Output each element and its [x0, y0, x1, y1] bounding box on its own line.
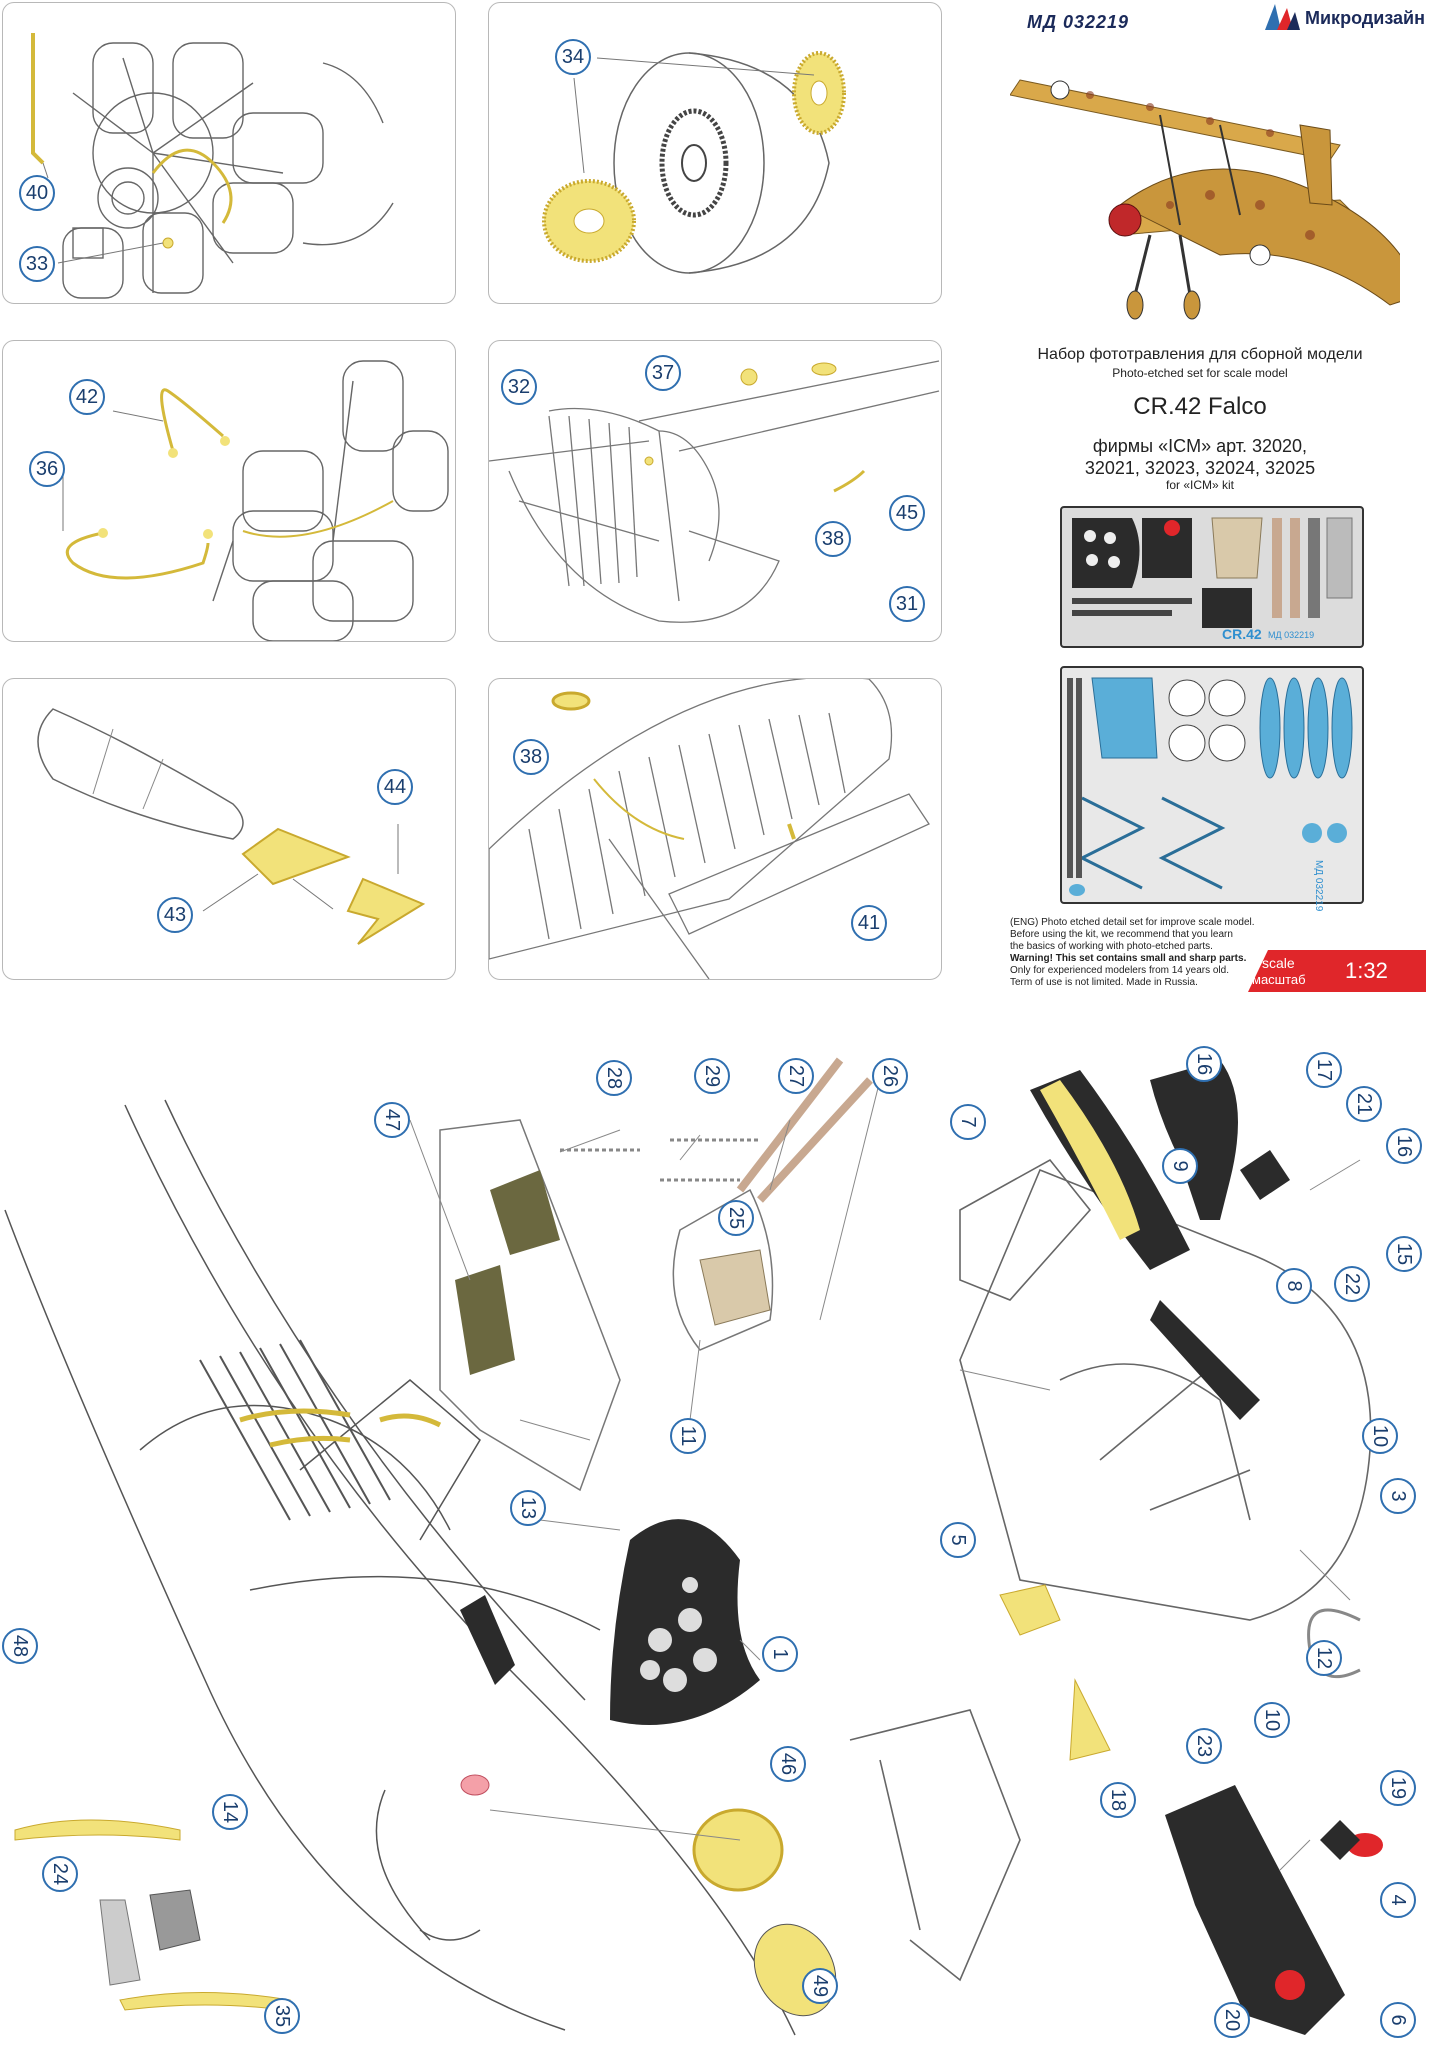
- callout-49: 49: [802, 1968, 838, 2004]
- callout-24: 24: [42, 1856, 78, 1892]
- callout-10-b: 10: [1254, 1702, 1290, 1738]
- callout-40: 40: [19, 175, 55, 211]
- callout-44: 44: [377, 769, 413, 805]
- callout-28: 28: [596, 1060, 632, 1096]
- fret-1-label: CR.42: [1222, 626, 1262, 642]
- callout-3: 3: [1380, 1478, 1416, 1514]
- callout-32: 32: [501, 369, 537, 405]
- photo-etch-fret-1: CR.42 МД 032219: [1060, 506, 1364, 648]
- callout-46: 46: [770, 1746, 806, 1782]
- callout-19: 19: [1380, 1770, 1416, 1806]
- callout-42: 42: [69, 379, 105, 415]
- note-line-6: Term of use is not limited. Made in Russ…: [1010, 977, 1198, 988]
- callout-12: 12: [1306, 1640, 1342, 1676]
- callout-33: 33: [19, 246, 55, 282]
- kit-maker-line-1: фирмы «ICM» арт. 32020,: [1092, 436, 1308, 456]
- callout-20: 20: [1214, 2002, 1250, 2038]
- aircraft-illustration: [1010, 79, 1400, 320]
- callout-21: 21: [1346, 1086, 1382, 1122]
- callout-34: 34: [555, 39, 591, 75]
- kit-maker-line-3: for «ICM» kit: [1165, 478, 1234, 492]
- instruction-panel-bomb: 44 43: [2, 678, 456, 980]
- main-assembly-drawing: [4, 1057, 1383, 2036]
- callout-7: 7: [950, 1104, 986, 1140]
- callout-26: 26: [872, 1058, 908, 1094]
- callout-38-wing: 38: [513, 739, 549, 775]
- scale-label-russian: масштаб: [1252, 972, 1306, 987]
- callout-37: 37: [645, 355, 681, 391]
- product-code: МД 032219: [1027, 12, 1130, 32]
- callout-45: 45: [889, 495, 925, 531]
- note-line-3: the basics of working with photo-etched …: [1010, 941, 1213, 952]
- callout-36: 36: [29, 451, 65, 487]
- callout-4: 4: [1380, 1882, 1416, 1918]
- callout-1: 1: [762, 1636, 798, 1672]
- callout-8: 8: [1276, 1268, 1312, 1304]
- microdesign-logo-icon: [1265, 4, 1300, 30]
- callout-13: 13: [510, 1490, 546, 1526]
- engine-front-drawing: [31, 33, 394, 299]
- callout-16: 16: [1186, 1046, 1222, 1082]
- instruction-panel-wing: 38 41: [488, 678, 942, 980]
- usage-notes: (ENG) Photo etched detail set for improv…: [1010, 917, 1280, 989]
- callout-10: 10: [1362, 1418, 1398, 1454]
- callout-23: 23: [1186, 1728, 1222, 1764]
- kit-maker-line-2: 32021, 32023, 32024, 32025: [1084, 458, 1316, 478]
- engine-rods-drawing: [62, 360, 449, 641]
- note-line-2: Before using the kit, we recommend that …: [1010, 929, 1233, 940]
- callout-14: 14: [212, 1794, 248, 1830]
- note-line-4: Warning! This set contains small and sha…: [1010, 953, 1247, 964]
- callout-48: 48: [2, 1628, 38, 1664]
- scale-label-english: scale: [1262, 955, 1295, 971]
- callout-15: 15: [1386, 1236, 1422, 1272]
- callout-47: 47: [374, 1102, 410, 1138]
- fret-1-parts: [1072, 517, 1353, 628]
- callout-35: 35: [264, 1998, 300, 2034]
- fret-2-parts: [1067, 677, 1353, 896]
- subtitle-english: Photo-etched set for scale model: [1112, 366, 1288, 380]
- brand-name: Микродизайн: [1305, 8, 1425, 28]
- scale-value: 1:32: [1345, 958, 1388, 983]
- instruction-panel-tail: 37 32 45 38 31: [488, 340, 942, 642]
- callout-16-b: 16: [1386, 1128, 1422, 1164]
- model-name: CR.42 Falco: [1133, 393, 1267, 420]
- callout-9: 9: [1162, 1148, 1198, 1184]
- callout-29: 29: [694, 1058, 730, 1094]
- subtitle-russian: Набор фототравления для сборной модели: [1037, 346, 1363, 363]
- callout-17: 17: [1306, 1052, 1342, 1088]
- callout-25: 25: [718, 1200, 754, 1236]
- instruction-panel-engine-rods: 42 36: [2, 340, 456, 642]
- callout-5: 5: [940, 1522, 976, 1558]
- note-line-5: Only for experienced modelers from 14 ye…: [1010, 965, 1229, 976]
- fret-1-code: МД 032219: [1268, 630, 1315, 640]
- callout-43: 43: [157, 897, 193, 933]
- wing-drawing: [489, 679, 930, 979]
- callout-22: 22: [1334, 1266, 1370, 1302]
- callout-31: 31: [889, 586, 925, 622]
- bomb-drawing: [37, 708, 426, 945]
- photo-etch-fret-2: МД 032219: [1060, 666, 1364, 911]
- wheel-drawing: [542, 51, 846, 274]
- fret-2-code: МД 032219: [1313, 860, 1324, 912]
- instruction-panel-wheel: 34: [488, 2, 942, 304]
- callout-41: 41: [851, 905, 887, 941]
- callout-11: 11: [670, 1418, 706, 1454]
- callout-6: 6: [1380, 2002, 1416, 2038]
- instruction-panel-engine-front: 40 33: [2, 2, 456, 304]
- tail-drawing: [489, 360, 940, 623]
- scale-badge: [1248, 950, 1426, 992]
- note-line-1: (ENG) Photo etched detail set for improv…: [1010, 917, 1255, 928]
- callout-38: 38: [815, 521, 851, 557]
- callout-18: 18: [1100, 1782, 1136, 1818]
- callout-27: 27: [778, 1058, 814, 1094]
